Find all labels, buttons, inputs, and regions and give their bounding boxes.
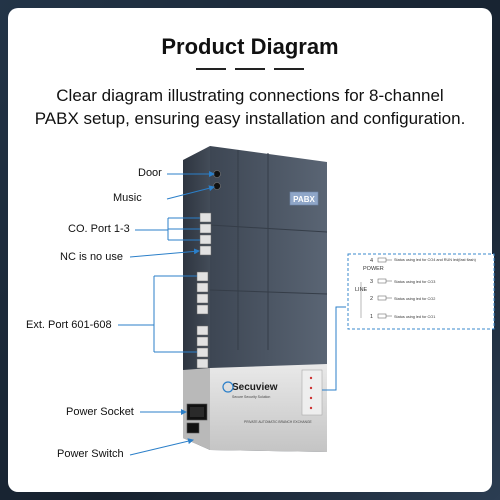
device-front-label: PRIVATE AUTOMATIC BRANCH EXCHANGE [244, 420, 313, 424]
label-power-switch: Power Switch [57, 448, 124, 460]
led-4 [309, 376, 313, 380]
label-nc: NC is no use [60, 251, 123, 263]
page-subtitle: Clear diagram illustrating connections f… [8, 84, 492, 130]
status-row-2: 2 Status using led for CO2 [370, 295, 435, 302]
brand-tagline: Secure Security Solution [232, 395, 270, 399]
device-front-panel [210, 364, 327, 452]
seam-3 [209, 224, 328, 233]
label-power-socket: Power Socket [66, 406, 134, 418]
led-1 [309, 406, 313, 410]
power-switch-callout-line [129, 438, 194, 456]
status-row-num: 2 [370, 296, 373, 302]
status-row-text: Status using led for CO1 [394, 315, 435, 319]
status-row-num: 3 [370, 279, 373, 285]
status-row-text: Status using led for CO4 and RUN led(fas… [394, 258, 477, 262]
pabx-badge-text: PABX [293, 195, 315, 204]
led-3 [309, 386, 313, 390]
status-panel-box [347, 253, 495, 330]
pabx-badge [289, 191, 319, 206]
status-row-3: 3 Status using led for CO3 [370, 278, 435, 285]
label-co-port: CO. Port 1-3 [68, 223, 130, 235]
seam-4 [209, 289, 328, 295]
label-ext-port: Ext. Port 601-608 [26, 319, 112, 331]
title-underline-center [235, 68, 265, 70]
brand-logo-icon [222, 381, 234, 393]
status-row-1: 1 Status using led for CO1 [370, 313, 435, 320]
title-underline-right [274, 68, 304, 70]
status-row-text: Status using led for CO2 [394, 297, 435, 301]
nc-callout-line [129, 248, 200, 258]
brand-logo-text: Secuview [232, 382, 278, 393]
title-underline-left [196, 68, 226, 70]
status-row-num: 1 [370, 314, 373, 320]
music-callout-line [166, 185, 215, 200]
power-socket-inner [190, 407, 204, 417]
ext-port-callout [118, 275, 197, 353]
page-title: Product Diagram [161, 34, 339, 59]
subtitle-line-2: PABX setup, ensuring easy installation a… [34, 109, 466, 128]
power-switch [186, 422, 200, 434]
co-ports [199, 212, 212, 256]
door-jack [213, 170, 221, 178]
subtitle-line-1: Clear diagram illustrating connections f… [56, 86, 444, 105]
status-power-label: POWER [363, 266, 384, 272]
label-door: Door [138, 167, 162, 179]
status-connector-line [322, 306, 346, 391]
co-port-callout [135, 217, 200, 241]
status-row-4: 4 Status using led for CO4 and RUN led(f… [370, 257, 477, 264]
ext-ports-upper [196, 271, 209, 315]
label-music: Music [113, 192, 142, 204]
led-window [301, 369, 323, 416]
status-row-text: Status using led for CO3 [394, 280, 435, 284]
status-row-num: 4 [370, 258, 373, 264]
led-2 [309, 396, 313, 400]
music-jack [213, 182, 221, 190]
